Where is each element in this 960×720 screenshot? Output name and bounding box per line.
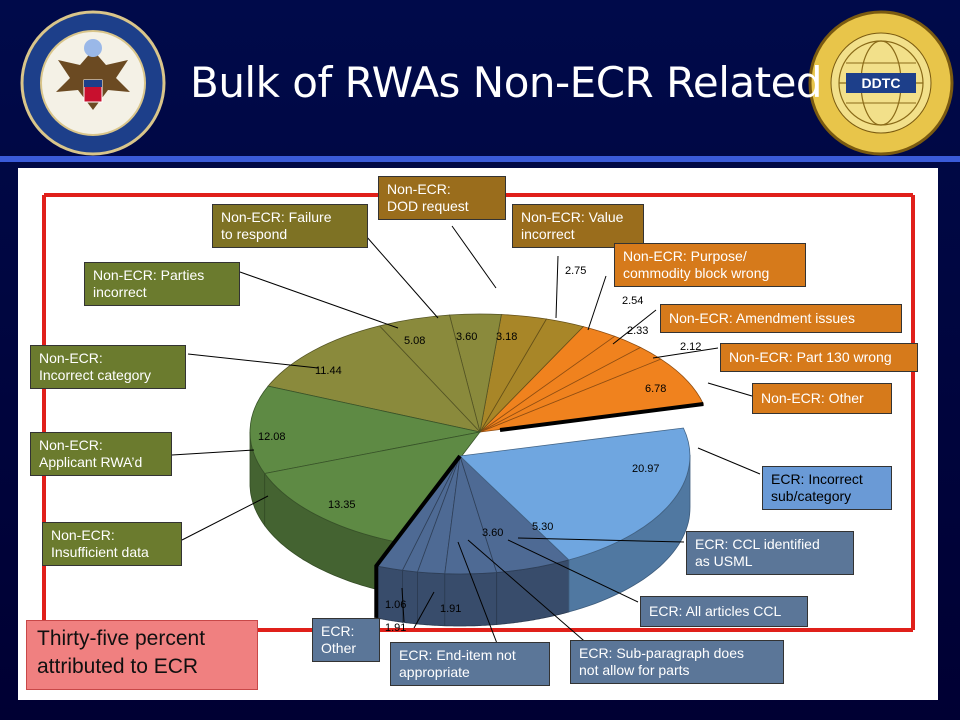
data-label-1-91-b: 1.91 (385, 622, 406, 634)
slide-title: Bulk of RWAs Non-ECR Related (190, 58, 823, 107)
label-part-130-wrong: Non-ECR: Part 130 wrong (720, 343, 918, 372)
label-all-articles-ccl: ECR: All articles CCL (640, 596, 808, 627)
label-amendment-issues: Non-ECR: Amendment issues (660, 304, 902, 333)
data-labels: 6.78 2.12 2.33 2.54 2.75 3.18 3.60 5.08 … (258, 265, 701, 634)
leader-line-11 (181, 495, 269, 541)
data-label-5-08: 5.08 (404, 335, 425, 347)
pie-side-14 (444, 572, 498, 627)
label-ccl-identified-as-usml: ECR: CCL identified as USML (686, 531, 854, 575)
data-label-2-12: 2.12 (680, 341, 701, 353)
leader-line-15 (457, 541, 499, 647)
header-divider (0, 156, 960, 162)
leader-line-13 (507, 539, 639, 603)
data-label-11-44: 11.44 (315, 365, 342, 377)
slide-header: DDTC Bulk of RWAs Non-ECR Related (0, 0, 960, 162)
leader-lines (171, 225, 761, 647)
data-label-3-60-ecr: 3.60 (482, 527, 503, 539)
leader-line-5 (612, 309, 657, 345)
data-label-3-60-non-ecr: 3.60 (456, 331, 477, 343)
pie-sides (249, 431, 691, 627)
label-applicant-rwad: Non-ECR: Applicant RWA’d (30, 432, 172, 476)
label-parties-incorrect: Non-ECR: Parties incorrect (84, 262, 240, 306)
label-ecr-incorrect-sub-category: ECR: Incorrect sub/category (762, 466, 892, 510)
ecr-callout: Thirty-five percent attributed to ECR (26, 620, 258, 690)
pie-side-12 (402, 569, 418, 625)
ddtc-seal-center-text: DDTC (862, 75, 901, 91)
data-label-6-78: 6.78 (645, 383, 666, 395)
pie-slice-16 (459, 427, 691, 561)
data-label-1-91-a: 1.91 (440, 603, 461, 615)
leader-line-1 (365, 235, 439, 319)
leader-line-17 (413, 591, 435, 629)
data-label-12-08: 12.08 (258, 431, 286, 443)
leader-line-4 (239, 271, 399, 329)
leader-line-12 (517, 537, 685, 543)
label-value-incorrect: Non-ECR: Value incorrect (512, 204, 644, 248)
ddtc-seal: DDTC (808, 10, 954, 156)
leader-line-0 (451, 225, 497, 289)
data-label-5-30: 5.30 (532, 521, 553, 533)
leader-line-9 (171, 449, 255, 456)
pie-chart: 6.78 2.12 2.33 2.54 2.75 3.18 3.60 5.08 … (42, 193, 915, 647)
pie-side-13 (417, 571, 446, 627)
department-of-state-seal (20, 10, 166, 156)
label-insufficient-data: Non-ECR: Insufficient data (42, 522, 182, 566)
label-dod-request: Non-ECR: DOD request (378, 176, 506, 220)
label-non-ecr-other: Non-ECR: Other (752, 383, 892, 414)
leader-line-6 (187, 353, 319, 369)
leader-line-3 (587, 275, 607, 331)
label-sub-paragraph-parts: ECR: Sub-paragraph does not allow for pa… (570, 640, 784, 684)
pie-slice-9 (249, 385, 481, 474)
label-ecr-other: ECR: Other (312, 618, 380, 662)
leader-line-7 (652, 347, 719, 359)
data-label-2-33: 2.33 (627, 325, 648, 337)
label-purpose-commodity-block: Non-ECR: Purpose/ commodity block wrong (614, 243, 806, 287)
leader-line-14 (401, 587, 405, 623)
data-label-20-97: 20.97 (632, 463, 660, 475)
ecr-divider-line (374, 402, 704, 618)
data-label-2-75: 2.75 (565, 265, 586, 277)
data-label-3-18: 3.18 (496, 331, 517, 343)
leader-line-10 (697, 447, 761, 475)
pie-slices (249, 313, 704, 618)
label-failure-to-respond: Non-ECR: Failure to respond (212, 204, 368, 248)
data-label-13-35: 13.35 (328, 499, 356, 511)
leader-line-16 (467, 539, 591, 647)
pie-slice-8 (267, 325, 482, 433)
label-end-item-not-appropriate: ECR: End-item not appropriate (390, 642, 550, 686)
pie-slice-10 (264, 431, 481, 543)
label-incorrect-category: Non-ECR: Incorrect category (30, 345, 186, 389)
data-label-1-06: 1.06 (385, 599, 406, 611)
pie-side-11 (375, 565, 403, 623)
leader-line-2 (555, 255, 559, 319)
data-label-2-54: 2.54 (622, 295, 643, 307)
leader-line-8 (707, 382, 753, 397)
